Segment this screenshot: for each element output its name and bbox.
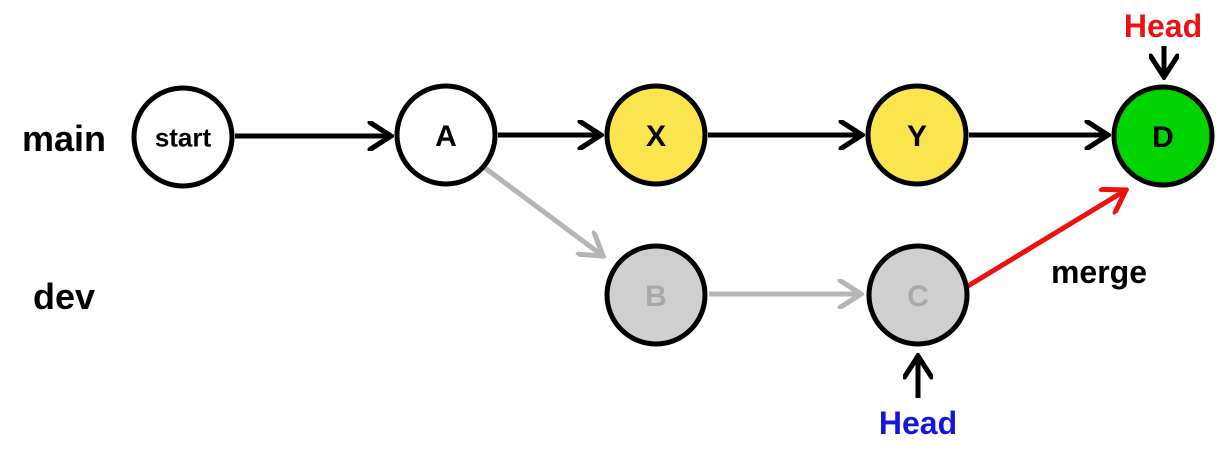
edge-merge-c-to-d — [961, 190, 1126, 292]
node-circle-start — [131, 85, 235, 189]
head-dev-label: Head — [879, 405, 957, 441]
node-circle-a — [394, 83, 498, 187]
node-label-c: C — [907, 280, 929, 313]
commit-node-a: A — [394, 83, 498, 187]
node-label-a: A — [435, 120, 457, 153]
node-circle-x — [604, 83, 708, 187]
branch-label-dev: dev — [33, 276, 95, 317]
commit-node-start: start — [131, 85, 235, 189]
commit-node-x: X — [604, 83, 708, 187]
head-main-label: Head — [1124, 8, 1202, 44]
node-label-x: X — [646, 120, 666, 153]
node-circle-d — [1111, 84, 1215, 188]
node-label-y: Y — [907, 120, 927, 153]
merge-label: merge — [1051, 254, 1147, 290]
edge-a-to-b — [483, 165, 603, 256]
commit-node-c: C — [866, 243, 970, 347]
node-label-start: start — [155, 122, 212, 152]
commit-node-d: D — [1111, 84, 1215, 188]
branch-label-main: main — [22, 118, 106, 159]
node-label-d: D — [1152, 121, 1174, 154]
node-circle-b — [604, 243, 708, 347]
commit-node-y: Y — [865, 83, 969, 187]
commit-node-b: B — [604, 243, 708, 347]
node-circle-c — [866, 243, 970, 347]
node-circle-y — [865, 83, 969, 187]
node-label-b: B — [645, 280, 667, 313]
